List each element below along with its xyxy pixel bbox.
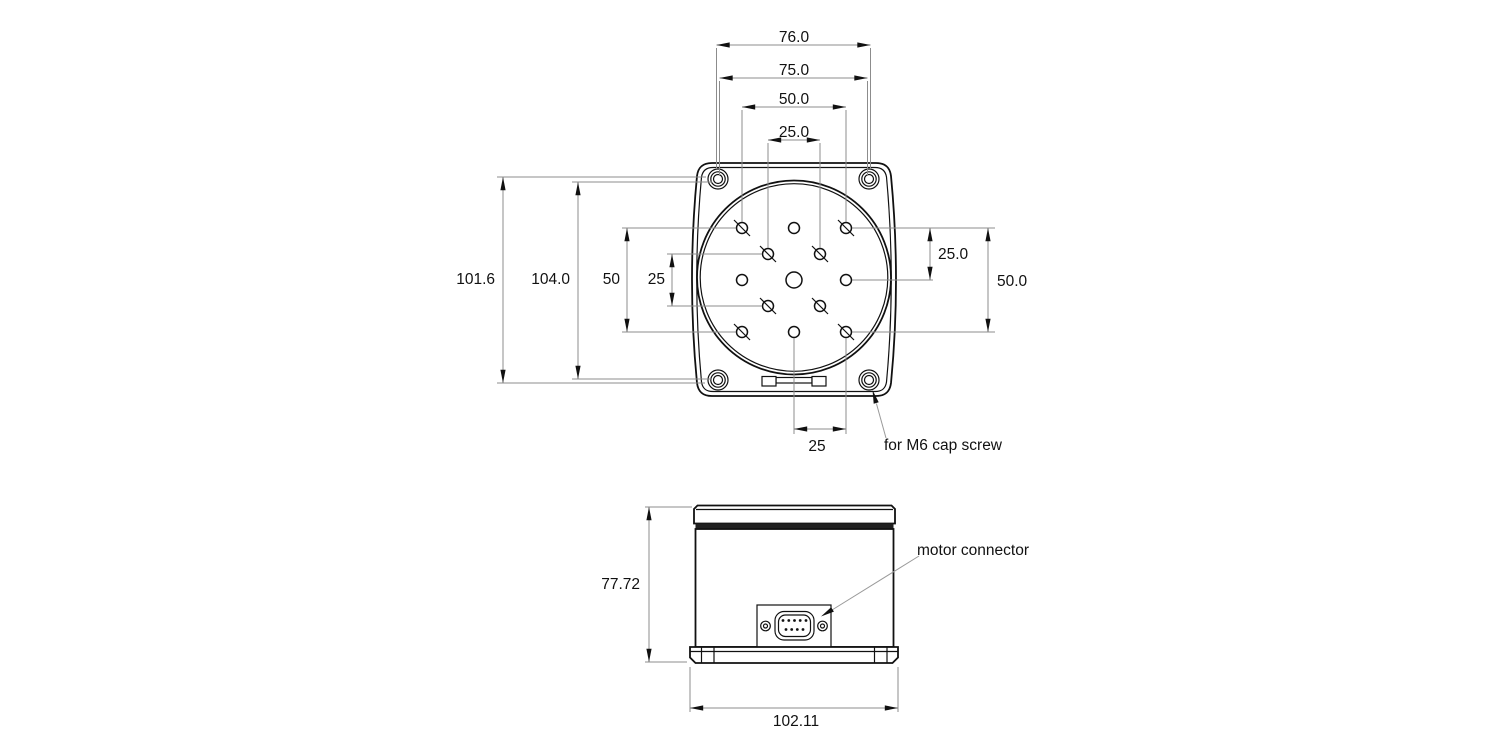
m6-leader-arrow bbox=[872, 390, 879, 404]
corner-hole-top-right bbox=[858, 168, 880, 190]
dimension-25-top: 25.0 bbox=[767, 124, 821, 248]
db9-connector bbox=[760, 610, 828, 641]
dim-102-11-label: 102.11 bbox=[773, 713, 819, 730]
dimension-75: 75.0 bbox=[719, 62, 868, 176]
dim-104-label: 104.0 bbox=[531, 271, 570, 288]
dim-77-72-label: 77.72 bbox=[601, 576, 640, 593]
db9-pins bbox=[781, 619, 808, 631]
dimension-50-top: 50.0 bbox=[741, 91, 847, 222]
dimension-76: 76.0 bbox=[716, 29, 871, 169]
motor-note-text: motor connector bbox=[917, 542, 1029, 559]
side-groove-band bbox=[695, 523, 894, 529]
motor-leader-arrow bbox=[821, 607, 834, 617]
dimension-50-left: 50 bbox=[603, 227, 736, 333]
dim-50-top-label: 50.0 bbox=[779, 91, 810, 108]
dimension-50-right: 50.0 bbox=[852, 228, 1028, 333]
dim-25-bottom-label: 25 bbox=[808, 438, 825, 455]
side-view: 77.72 102.11 motor connector bbox=[601, 504, 1029, 730]
dim-76-label: 76.0 bbox=[779, 29, 810, 46]
dimension-25-left: 25 bbox=[648, 253, 762, 307]
m6-annotation: for M6 cap screw bbox=[872, 390, 1003, 454]
top-view-plate-inner-outline bbox=[696, 166, 892, 393]
dim-25-right-label: 25.0 bbox=[938, 246, 969, 263]
dim-50-left-label: 50 bbox=[603, 271, 621, 288]
db9-screw-left bbox=[760, 620, 771, 632]
corner-hole-bottom-left bbox=[707, 369, 729, 391]
dimension-77-72: 77.72 bbox=[601, 506, 692, 663]
corner-hole-bottom-right bbox=[858, 369, 880, 391]
dimension-25-right: 25.0 bbox=[852, 227, 995, 281]
dimension-101-6: 101.6 bbox=[456, 176, 706, 384]
base-flange bbox=[689, 646, 899, 664]
table-threaded-holes bbox=[733, 219, 855, 341]
dim-75-label: 75.0 bbox=[779, 62, 810, 79]
dim-25-top-label: 25.0 bbox=[779, 124, 810, 141]
dim-50-right-label: 50.0 bbox=[997, 273, 1028, 290]
dim-101-6-label: 101.6 bbox=[456, 271, 495, 288]
center-hole bbox=[785, 271, 803, 289]
motor-connector-annotation: motor connector bbox=[821, 542, 1029, 617]
m6-note-text: for M6 cap screw bbox=[884, 437, 1003, 454]
dimension-104: 104.0 bbox=[531, 181, 712, 380]
top-view: 76.0 75.0 50.0 25.0 101.6 bbox=[456, 29, 1027, 455]
corner-hole-top-left bbox=[707, 168, 729, 190]
dimension-25-bottom: 25 bbox=[793, 338, 847, 455]
side-top-cap bbox=[693, 504, 896, 525]
dimension-102-11: 102.11 bbox=[689, 667, 899, 730]
top-view-plate-outline bbox=[691, 162, 897, 397]
dim-25-left-label: 25 bbox=[648, 271, 665, 288]
table-through-holes bbox=[735, 221, 853, 339]
db9-screw-right bbox=[817, 620, 828, 632]
